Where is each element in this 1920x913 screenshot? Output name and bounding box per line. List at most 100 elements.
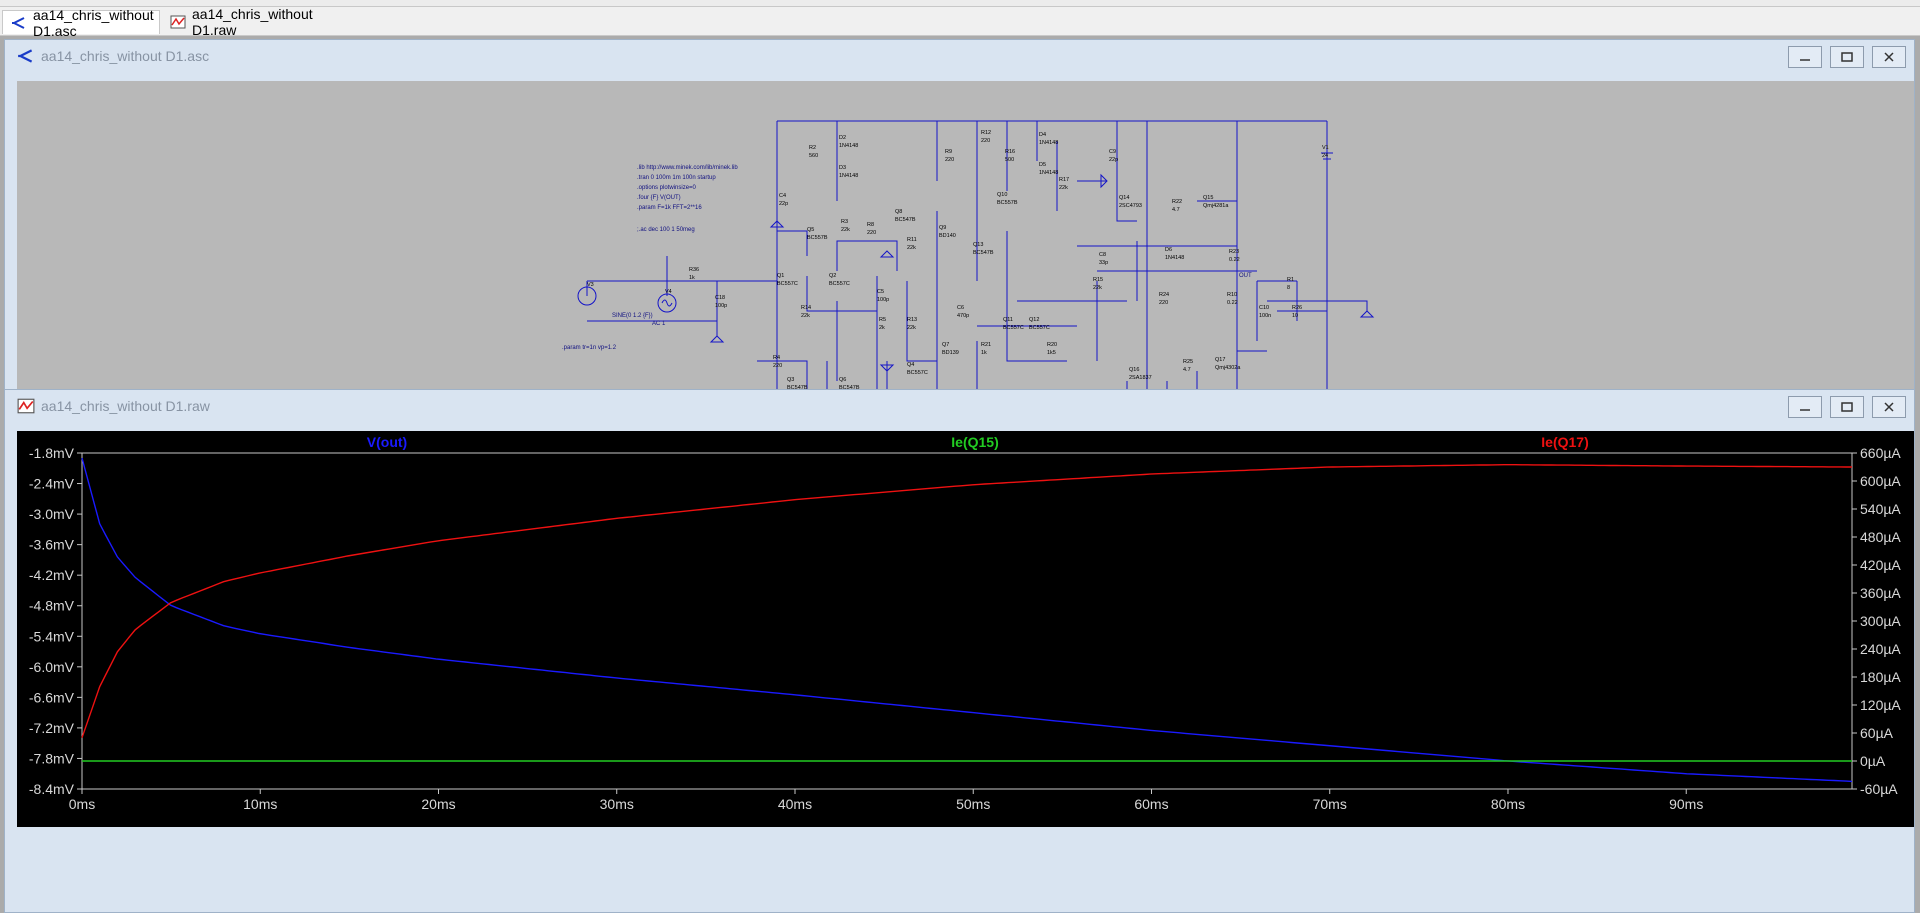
component-ref-label: R23 <box>1229 249 1239 255</box>
y-left-tick-label: -7.2mV <box>29 720 75 736</box>
minimize-button[interactable] <box>1788 396 1822 418</box>
component-value-label: 1k <box>689 275 695 281</box>
component-ref-label: R8 <box>867 222 874 228</box>
waveform-plot-area[interactable]: -1.8mV-2.4mV-3.0mV-3.6mV-4.2mV-4.8mV-5.4… <box>17 431 1914 827</box>
component-ref-label: R1 <box>1287 277 1294 283</box>
waveform-window: aa14_chris_without D1.raw -1.8mV-2.4mV-3… <box>4 389 1915 913</box>
component-ref-label: R16 <box>1005 149 1015 155</box>
y-right-tick-label: 120µA <box>1860 697 1901 713</box>
component-ref-label: R17 <box>1059 177 1069 183</box>
directive-line: .param F=1k FFT=2**16 <box>637 205 702 211</box>
document-tab-bar: aa14_chris_without D1.asc aa14_chris_wit… <box>0 6 1920 39</box>
series-line-v-out-[interactable] <box>81 457 1853 783</box>
schematic-window-titlebar[interactable]: aa14_chris_without D1.asc <box>5 40 1914 72</box>
component-value-label: BC557C <box>1029 325 1050 331</box>
component-ref-label: R22 <box>1172 199 1182 205</box>
component-value-label: 2k <box>879 325 885 331</box>
component-ref-label: C6 <box>957 305 964 311</box>
y-left-tick-label: -4.2mV <box>29 567 75 583</box>
maximize-button[interactable] <box>1830 46 1864 68</box>
component-value-label: 2SA1837 <box>1129 375 1152 381</box>
close-button[interactable] <box>1872 396 1906 418</box>
tab-waveform[interactable]: aa14_chris_without D1.raw <box>162 6 320 38</box>
x-tick-label: 60ms <box>1134 796 1168 812</box>
component-value-label: 220 <box>867 230 876 236</box>
component-value-label: BC557B <box>997 200 1018 206</box>
waveform-chart[interactable]: -1.8mV-2.4mV-3.0mV-3.6mV-4.2mV-4.8mV-5.4… <box>17 431 1914 827</box>
tab-schematic-label: aa14_chris_without D1.asc <box>33 6 154 39</box>
component-value-label: BD139 <box>942 350 959 356</box>
minimize-button[interactable] <box>1788 46 1822 68</box>
component-value-label: 22k <box>841 227 850 233</box>
component-ref-label: Q3 <box>787 377 794 383</box>
y-right-tick-label: -60µA <box>1860 781 1898 797</box>
component-value-label: Qmj4302a <box>1215 365 1241 371</box>
component-value-label: BC557B <box>807 235 828 241</box>
component-value-label: 2SC4793 <box>1119 203 1142 209</box>
component-ref-label: Q2 <box>829 273 836 279</box>
component-ref-label: Q8 <box>895 209 902 215</box>
component-value-label: 8 <box>1287 285 1290 291</box>
component-ref-label: R2 <box>809 145 816 151</box>
component-value-label: 1N4148 <box>1039 170 1058 176</box>
component-value-label: BC557C <box>777 281 798 287</box>
component-value-label: Qmj4281a <box>1203 203 1229 209</box>
component-value-label: 1N4148 <box>1039 140 1058 146</box>
component-value-label: BC547B <box>973 250 994 256</box>
legend-ie-q17-[interactable]: Ie(Q17) <box>1541 434 1588 450</box>
component-value-label: 22k <box>801 313 810 319</box>
component-value-label: 470p <box>957 313 969 319</box>
schematic-icon <box>11 15 27 31</box>
y-left-tick-label: -2.4mV <box>29 476 75 492</box>
component-ref-label: R26 <box>1292 305 1302 311</box>
component-ref-label: R24 <box>1159 292 1169 298</box>
component-ref-label: Q11 <box>1003 317 1013 323</box>
component-value-label: 500 <box>1005 157 1014 163</box>
component-value-label: 100p <box>877 297 889 303</box>
waveform-window-titlebar[interactable]: aa14_chris_without D1.raw <box>5 390 1914 422</box>
component-value-label: 22k <box>907 245 916 251</box>
tab-schematic[interactable]: aa14_chris_without D1.asc <box>2 7 160 39</box>
component-ref-label: R13 <box>907 317 917 323</box>
x-tick-label: 20ms <box>421 796 455 812</box>
legend-v-out-[interactable]: V(out) <box>367 434 407 450</box>
component-value-label: 560 <box>809 153 818 159</box>
component-ref-label: R9 <box>945 149 952 155</box>
close-button[interactable] <box>1872 46 1906 68</box>
component-ref-label: V3 <box>587 282 594 288</box>
component-value-label: 220 <box>773 363 782 369</box>
component-ref-label: Q13 <box>973 242 983 248</box>
component-ref-label: Q5 <box>807 227 814 233</box>
component-ref-label: R5 <box>879 317 886 323</box>
mdi-workspace: aa14_chris_without D1.asc <box>0 36 1920 913</box>
component-ref-label: D2 <box>839 135 846 141</box>
component-value-label: BC557C <box>1003 325 1024 331</box>
component-ref-label: D6 <box>1165 247 1172 253</box>
component-ref-label: Q1 <box>777 273 784 279</box>
component-value-label: BC557C <box>907 370 928 376</box>
component-value-label: 4.7 <box>1172 207 1180 213</box>
component-ref-label: Q12 <box>1029 317 1039 323</box>
series-line-ie-q17-[interactable] <box>81 464 1852 738</box>
x-tick-label: 30ms <box>600 796 634 812</box>
directive-line: ;.ac dec 100 1 50meg <box>637 227 695 233</box>
component-value-label: 0.22 <box>1229 257 1240 263</box>
tab-waveform-label: aa14_chris_without D1.raw <box>192 6 313 38</box>
component-ref-label: R25 <box>1183 359 1193 365</box>
component-value-label: 10 <box>1292 313 1298 319</box>
component-ref-label: Q9 <box>939 225 946 231</box>
component-ref-label: R12 <box>981 130 991 136</box>
component-value-label: 220 <box>1159 300 1168 306</box>
legend-ie-q15-[interactable]: Ie(Q15) <box>951 434 998 450</box>
y-right-tick-label: 240µA <box>1860 641 1901 657</box>
component-value-label: 22k <box>1059 185 1068 191</box>
component-value-label: 4.7 <box>1183 367 1191 373</box>
component-value-label: 220 <box>981 138 990 144</box>
component-value-label: 1N4148 <box>839 173 858 179</box>
component-ref-label: R10 <box>1227 292 1237 298</box>
component-value-label: 1k5 <box>1047 350 1056 356</box>
y-right-tick-label: 60µA <box>1860 725 1894 741</box>
component-value-label: BD140 <box>939 233 956 239</box>
maximize-button[interactable] <box>1830 396 1864 418</box>
x-tick-label: 50ms <box>956 796 990 812</box>
